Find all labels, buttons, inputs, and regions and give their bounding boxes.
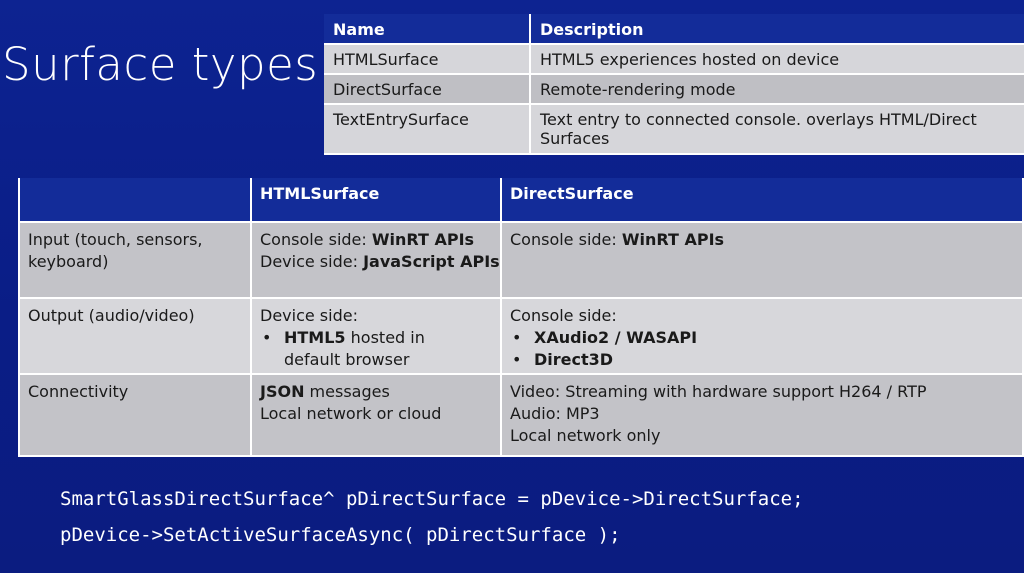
- table-row: DirectSurface Remote-rendering mode: [324, 74, 1024, 105]
- header-name: Name: [324, 14, 531, 45]
- text-rest: hosted in: [345, 328, 425, 347]
- code-line: pDevice->SetActiveSurfaceAsync( pDirectS…: [60, 524, 621, 546]
- table-header-row: Name Description: [324, 14, 1024, 45]
- text-bold: JavaScript APIs: [363, 252, 500, 271]
- cell-description: Text entry to connected console. overlay…: [530, 104, 1024, 155]
- bullet-item: XAudio2 / WASAPI: [510, 327, 1022, 349]
- row-label: Output (audio/video): [18, 297, 252, 375]
- cell-html-output: Device side: HTML5 hosted in default bro…: [250, 297, 502, 375]
- row-label: Connectivity: [18, 373, 252, 457]
- connectivity-line: Video: Streaming with hardware support H…: [510, 382, 927, 401]
- output-intro: Device side:: [260, 306, 358, 325]
- cell-direct-connectivity: Video: Streaming with hardware support H…: [500, 373, 1024, 457]
- cell-description: HTML5 experiences hosted on device: [530, 44, 1024, 75]
- text-prefix: Device side:: [260, 252, 364, 271]
- text-bold: JSON: [260, 382, 305, 401]
- cell-html-input: Console side: WinRT APIs Device side: Ja…: [250, 221, 502, 299]
- table-header-row: HTMLSurface DirectSurface: [18, 178, 1024, 223]
- text-prefix: Console side:: [260, 230, 372, 249]
- header-directsurface: DirectSurface: [500, 178, 1024, 223]
- text-prefix: Console side:: [510, 230, 622, 249]
- bullet-item: Direct3D: [510, 349, 1022, 371]
- text-bold: WinRT APIs: [371, 230, 475, 249]
- console-side-line: Console side: WinRT APIs: [260, 229, 500, 251]
- cell-name: HTMLSurface: [324, 44, 531, 75]
- cell-description: Remote-rendering mode: [530, 74, 1024, 105]
- cell-direct-output: Console side: XAudio2 / WASAPI Direct3D: [500, 297, 1024, 375]
- connectivity-line: JSON messages: [260, 381, 500, 403]
- header-htmlsurface: HTMLSurface: [250, 178, 502, 223]
- output-intro: Console side:: [510, 306, 617, 325]
- cell-name: DirectSurface: [324, 74, 531, 105]
- bullet-continuation: default browser: [284, 350, 410, 369]
- cell-html-connectivity: JSON messages Local network or cloud: [250, 373, 502, 457]
- surface-types-table: Name Description HTMLSurface HTML5 exper…: [324, 14, 1024, 155]
- text-bold: HTML5: [284, 328, 346, 347]
- table-row: HTMLSurface HTML5 experiences hosted on …: [324, 44, 1024, 75]
- console-side-line: Console side: WinRT APIs: [510, 229, 1022, 251]
- table-row-output: Output (audio/video) Device side: HTML5 …: [18, 297, 1024, 375]
- header-description: Description: [530, 14, 1024, 45]
- connectivity-line: Audio: MP3: [510, 404, 600, 423]
- surface-comparison-table: HTMLSurface DirectSurface Input (touch, …: [18, 178, 1024, 457]
- text-rest: messages: [304, 382, 390, 401]
- connectivity-line: Local network or cloud: [260, 404, 442, 423]
- table-row-input: Input (touch, sensors, keyboard) Console…: [18, 221, 1024, 299]
- connectivity-line: Local network only: [510, 426, 661, 445]
- header-blank: [18, 178, 252, 223]
- cell-name: TextEntrySurface: [324, 104, 531, 155]
- text-bold: Direct3D: [534, 350, 614, 369]
- table-row: TextEntrySurface Text entry to connected…: [324, 104, 1024, 155]
- cell-direct-input: Console side: WinRT APIs: [500, 221, 1024, 299]
- slide-title: Surface types: [2, 38, 319, 91]
- text-bold: WinRT APIs: [621, 230, 725, 249]
- table-row-connectivity: Connectivity JSON messages Local network…: [18, 373, 1024, 457]
- bullet-item: HTML5 hosted in: [260, 327, 500, 349]
- code-line: SmartGlassDirectSurface^ pDirectSurface …: [60, 488, 804, 510]
- device-side-line: Device side: JavaScript APIs: [260, 251, 500, 273]
- row-label: Input (touch, sensors, keyboard): [18, 221, 252, 299]
- text-bold: XAudio2 / WASAPI: [534, 328, 698, 347]
